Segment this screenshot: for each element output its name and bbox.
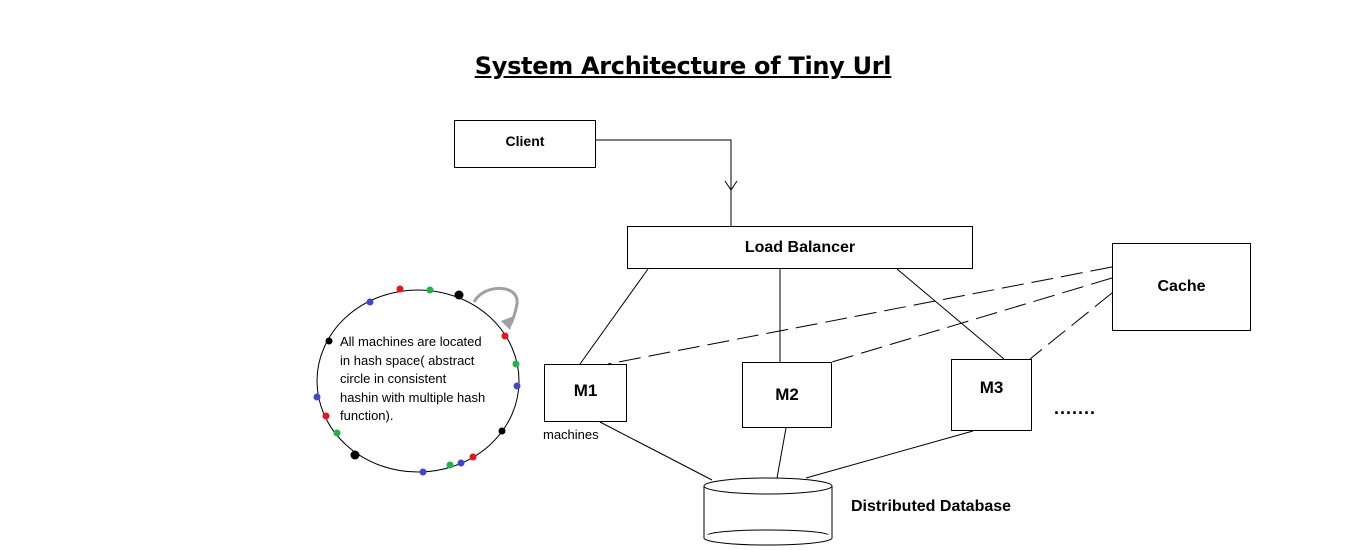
lb-to-m1-connector	[579, 268, 649, 365]
lb-to-m3-connector	[896, 268, 1005, 360]
diagram-title: System Architecture of Tiny Url	[474, 52, 892, 80]
hash-dot	[426, 286, 434, 294]
cache-to-m2-dashed-connector	[831, 277, 1113, 363]
database-label: Distributed Database	[851, 498, 1012, 515]
m2-to-db-connector	[776, 427, 787, 479]
hash-dot	[366, 298, 374, 306]
client-node: Client	[454, 120, 596, 168]
cache-node: Cache	[1112, 243, 1251, 331]
client-label: Client	[505, 133, 545, 149]
more-machines-ellipsis: .......	[1054, 398, 1097, 418]
hash-ring-note: All machines are located in hash space( …	[340, 334, 486, 424]
machine-m2-node: M2	[742, 362, 832, 428]
client-to-lb-arrowhead	[724, 180, 738, 191]
hash-dot	[498, 427, 506, 435]
client-to-lb-connector	[596, 139, 732, 226]
hash-dot	[454, 290, 464, 300]
rotation-arrow-icon	[472, 286, 519, 330]
hash-dot	[446, 461, 454, 469]
hash-dot	[313, 393, 321, 401]
load-balancer-node: Load Balancer	[627, 226, 973, 269]
machine-m3-node: M3	[951, 359, 1032, 431]
hash-dot	[350, 450, 360, 460]
m1-to-db-connector	[599, 421, 713, 481]
hash-dot	[325, 337, 333, 345]
cache-to-m1-dashed-connector	[607, 266, 1113, 365]
hash-dot	[333, 429, 341, 437]
hash-dot	[501, 332, 509, 340]
machines-caption: machines	[543, 427, 599, 442]
database-cylinder-icon	[703, 477, 833, 546]
hash-dot	[419, 468, 427, 476]
load-balancer-label: Load Balancer	[744, 238, 856, 256]
cache-to-m3-dashed-connector	[1029, 292, 1113, 360]
hash-dot	[512, 360, 520, 368]
machine-m3-label: M3	[979, 378, 1004, 397]
machine-m1-node: M1	[544, 364, 627, 422]
cache-label: Cache	[1157, 278, 1206, 295]
machine-m1-label: M1	[573, 381, 598, 400]
hash-dot	[469, 453, 477, 461]
hash-ring-circle	[316, 289, 520, 473]
hash-dot	[513, 382, 521, 390]
hash-ring-dots	[313, 285, 521, 476]
hash-dot	[457, 459, 465, 467]
hash-dot	[322, 412, 330, 420]
machine-m2-label: M2	[775, 385, 799, 404]
m3-to-db-connector	[805, 430, 974, 479]
hash-dot	[396, 285, 404, 293]
